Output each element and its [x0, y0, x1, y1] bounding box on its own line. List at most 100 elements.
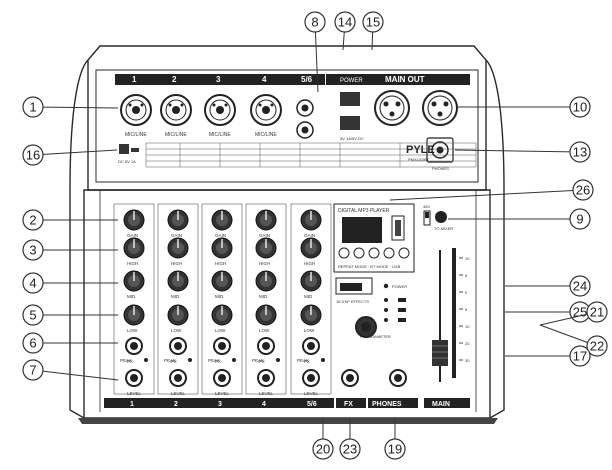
knob-gain[interactable] [211, 209, 233, 231]
callout-number: 13 [573, 145, 587, 160]
combo-jack-1[interactable] [120, 94, 152, 126]
power-switch[interactable] [340, 92, 360, 106]
knob-label: LOW [127, 328, 138, 333]
power-led-label: POWER [392, 284, 407, 289]
knob-high[interactable] [123, 237, 145, 259]
knob-mid[interactable] [211, 270, 233, 292]
knob-label: LEVEL [259, 391, 274, 396]
combo-jack-2[interactable] [160, 94, 192, 126]
knob-label: MID [171, 294, 180, 299]
knob-label: HIGH [304, 261, 315, 266]
mp3-button[interactable] [383, 247, 395, 259]
fx-parameter-knob[interactable] [355, 316, 377, 338]
callout-8: 8 [304, 11, 326, 93]
knob-low[interactable] [300, 304, 322, 326]
callout-20: 20 [312, 418, 334, 460]
effects-table [145, 142, 477, 168]
mp3-buttons [338, 247, 410, 259]
combo-jack-4[interactable] [250, 94, 282, 126]
knob-mid[interactable] [255, 270, 277, 292]
callout-number: 23 [343, 442, 357, 457]
callout-number: 8 [311, 15, 318, 30]
channel-strips: GAINHIGHMIDLOWFXLEVELPEAKGAINHIGHMIDLOWF… [113, 203, 332, 396]
callout-10: 10 [458, 96, 591, 118]
jack-6[interactable] [296, 121, 314, 139]
callout-number: 26 [576, 183, 590, 198]
knob-low[interactable] [123, 304, 145, 326]
knob-label: FX [259, 359, 265, 364]
usb-power-switch[interactable] [340, 116, 360, 130]
mp3-button[interactable] [368, 247, 380, 259]
brand-logo: PYLE [406, 144, 435, 156]
mp3-button[interactable] [353, 247, 365, 259]
knob-mid[interactable] [123, 270, 145, 292]
knob-high[interactable] [255, 237, 277, 259]
input-label: MIC/LINE [209, 132, 231, 138]
knob-low[interactable] [167, 304, 189, 326]
callout-21: 21 [539, 301, 608, 326]
usb-to-mixer-button[interactable] [435, 211, 447, 223]
knob-fx[interactable] [302, 337, 320, 355]
fx-level-knob[interactable] [341, 369, 359, 387]
knob-low[interactable] [255, 304, 277, 326]
jack-5[interactable] [296, 99, 314, 117]
main-out-left[interactable] [374, 90, 410, 126]
knob-high[interactable] [167, 237, 189, 259]
dc-port[interactable] [119, 144, 139, 154]
knob-fx[interactable] [125, 337, 143, 355]
power-switch-label: 5V 1A/5V DC [340, 136, 364, 141]
main-out-right[interactable] [422, 90, 458, 126]
knob-mid[interactable] [167, 270, 189, 292]
mp3-button[interactable] [338, 247, 350, 259]
knob-high[interactable] [211, 237, 233, 259]
bottom-channel-number: 4 [262, 401, 266, 408]
knob-gain[interactable] [167, 209, 189, 231]
knob-level[interactable] [257, 369, 275, 387]
phones-jack[interactable] [426, 137, 454, 163]
peak-label: PEAK [120, 358, 132, 363]
knob-label: LOW [304, 328, 315, 333]
knob-level[interactable] [302, 369, 320, 387]
knob-high[interactable] [300, 237, 322, 259]
callout-9: 9 [448, 208, 591, 230]
knob-fx[interactable] [213, 337, 231, 355]
callout-6: 6 [22, 332, 118, 354]
knob-label: GAIN [259, 233, 270, 238]
mp3-title: DIGITAL MP3 PLAYER [338, 208, 390, 214]
phones-level-knob[interactable] [389, 369, 407, 387]
knob-label: LEVEL [171, 391, 186, 396]
callout-17: 17 [505, 345, 591, 367]
knob-level[interactable] [125, 369, 143, 387]
meter-mark: 5 [465, 307, 468, 312]
power-header: POWER [340, 78, 363, 84]
phones-rear-label: PHONES [432, 166, 449, 171]
callout-number: 20 [316, 442, 330, 457]
main-fader-knob[interactable] [432, 340, 448, 366]
knob-label: MID [127, 294, 136, 299]
phantom-switch[interactable] [423, 210, 431, 226]
knob-label: GAIN [171, 233, 182, 238]
phones-bottom-label: PHONES [372, 401, 402, 408]
knob-gain[interactable] [123, 209, 145, 231]
knob-label: LEVEL [127, 391, 142, 396]
knob-label: FX [215, 359, 221, 364]
callout-number: 17 [573, 349, 587, 364]
knob-gain[interactable] [300, 209, 322, 231]
usb-slot[interactable] [391, 215, 405, 241]
knob-level[interactable] [213, 369, 231, 387]
combo-jack-3[interactable] [204, 94, 236, 126]
knob-mid[interactable] [300, 270, 322, 292]
mp3-mode-labels: REPEAT MODE · BT MODE · USB [338, 264, 401, 269]
mp3-button[interactable] [398, 247, 410, 259]
knob-gain[interactable] [255, 209, 277, 231]
meter-mark: 30 [465, 358, 470, 363]
main-out-jacks [374, 90, 458, 126]
knob-fx[interactable] [169, 337, 187, 355]
knob-low[interactable] [211, 304, 233, 326]
callout-3: 3 [22, 239, 118, 261]
knob-label: FX [127, 359, 133, 364]
knob-level[interactable] [169, 369, 187, 387]
knob-fx[interactable] [257, 337, 275, 355]
